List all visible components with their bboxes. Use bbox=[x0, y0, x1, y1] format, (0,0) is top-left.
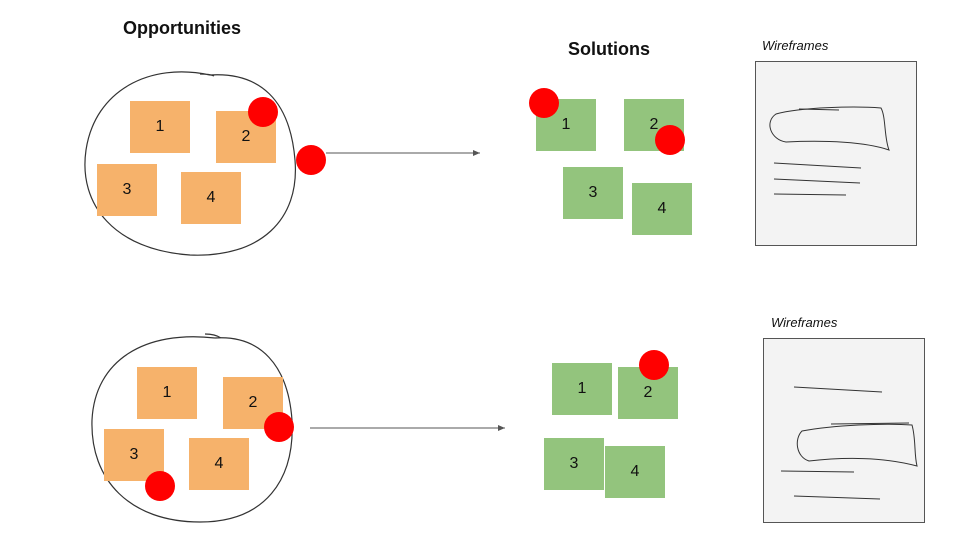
opportunity-note[interactable]: 1 bbox=[130, 101, 190, 153]
opportunity-note[interactable]: 3 bbox=[97, 164, 157, 216]
vote-dot[interactable] bbox=[248, 97, 278, 127]
solution-note[interactable]: 3 bbox=[544, 438, 604, 490]
vote-dot[interactable] bbox=[145, 471, 175, 501]
opportunity-cluster-outline-1 bbox=[84, 71, 296, 256]
opportunities-heading: Opportunities bbox=[123, 18, 241, 38]
wireframe-card-bottom[interactable] bbox=[763, 338, 925, 523]
vote-dot[interactable] bbox=[296, 145, 326, 175]
wireframe-card-top[interactable] bbox=[755, 61, 917, 246]
vote-dot[interactable] bbox=[655, 125, 685, 155]
vote-dot[interactable] bbox=[264, 412, 294, 442]
wireframes-title-bottom: Wireframes bbox=[771, 315, 838, 330]
opportunity-cluster-outline-2 bbox=[91, 333, 293, 523]
solution-note[interactable]: 3 bbox=[563, 167, 623, 219]
solution-note[interactable]: 4 bbox=[605, 446, 665, 498]
wireframes-title-top: Wireframes bbox=[762, 38, 829, 53]
solution-note[interactable]: 1 bbox=[552, 363, 612, 415]
solutions-heading: Solutions bbox=[568, 39, 650, 59]
vote-dot[interactable] bbox=[529, 88, 559, 118]
vote-dot[interactable] bbox=[639, 350, 669, 380]
opportunity-note[interactable]: 4 bbox=[181, 172, 241, 224]
opportunity-note[interactable]: 1 bbox=[137, 367, 197, 419]
wireframe-sketch-icon bbox=[780, 386, 918, 500]
opportunity-note[interactable]: 4 bbox=[189, 438, 249, 490]
solution-note[interactable]: 4 bbox=[632, 183, 692, 235]
wireframe-sketch-icon bbox=[769, 106, 890, 196]
